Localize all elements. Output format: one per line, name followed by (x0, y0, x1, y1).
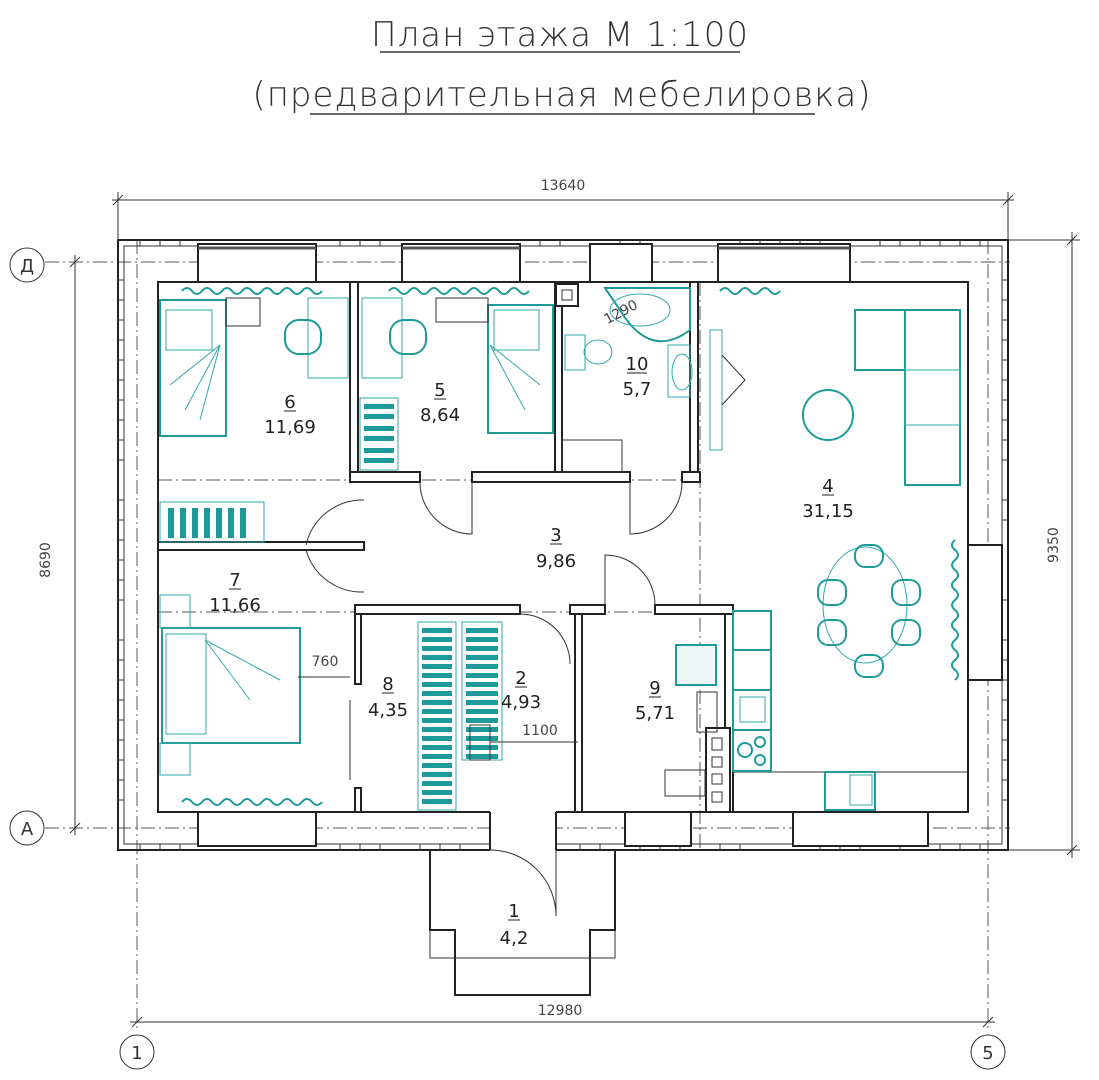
closet-shelf (466, 727, 498, 732)
room-number: 2 (515, 668, 526, 689)
closet-shelf (422, 691, 452, 696)
closet-shelf (422, 700, 452, 705)
dimension-left: 8690 (38, 542, 54, 578)
axis-lines (45, 240, 1010, 1030)
axis-marker-left: 1 (131, 1043, 142, 1064)
dimension-lines (69, 192, 1080, 1028)
room-number: 5 (434, 380, 445, 401)
closet-shelf (422, 709, 452, 714)
closet-shelf (466, 745, 498, 750)
closet-shelf (422, 772, 452, 777)
axis-marker-top: Д (20, 256, 34, 277)
room-number: 3 (550, 525, 561, 546)
room-area: 11,66 (209, 595, 261, 616)
closet-shelf (422, 799, 452, 804)
room-number: 7 (229, 570, 240, 591)
closet-shelf (422, 781, 452, 786)
room-9: 9 5,71 (635, 678, 675, 724)
porch (429, 850, 616, 996)
title-line-2: (предварительная мебелировка) (252, 75, 871, 115)
closet-shelf (466, 682, 498, 687)
closet-shelf (466, 700, 498, 705)
closet-shelf (466, 646, 498, 651)
room-area: 11,69 (264, 417, 316, 438)
exterior-walls (117, 239, 1009, 917)
room-4: 4 31,15 (802, 476, 854, 522)
closet-shelf (422, 745, 452, 750)
closet-shelf (422, 718, 452, 723)
closet-shelf (466, 673, 498, 678)
axis-marker-bottom: А (21, 819, 34, 840)
dimension-right: 9350 (1046, 527, 1062, 563)
room-number: 8 (382, 674, 393, 695)
interior-walls (157, 281, 968, 813)
closet-shelf (466, 628, 498, 633)
room-area: 31,15 (802, 501, 854, 522)
closet-shelf (422, 754, 452, 759)
closet-shelf (466, 691, 498, 696)
dimension-top: 13640 (541, 178, 586, 194)
closet-shelf (466, 754, 498, 759)
dimension-passage: 760 (312, 654, 339, 670)
closet-shelf (422, 646, 452, 651)
room-number: 4 (822, 476, 833, 497)
room-number: 1 (508, 901, 519, 922)
closet-shelf (422, 736, 452, 741)
room-area: 8,64 (420, 405, 460, 426)
dimension-bath: 1290 (602, 297, 641, 328)
closet-shelf (422, 763, 452, 768)
room-number: 6 (284, 392, 295, 413)
room-8: 8 4,35 (368, 674, 408, 721)
dimension-bottom: 12980 (538, 1003, 583, 1019)
room-10: 10 5,7 (623, 354, 652, 400)
closet-shelf (466, 664, 498, 669)
room-area: 9,86 (536, 551, 576, 572)
closet-shelf (422, 637, 452, 642)
axis-markers: Д А 1 5 (9, 247, 1006, 1070)
room-area: 5,71 (635, 703, 675, 724)
closet-shelf (422, 628, 452, 633)
closet-shelf (466, 637, 498, 642)
room-area: 4,93 (501, 692, 541, 713)
closet-shelf (466, 736, 498, 741)
dimension-closet: 1100 (522, 723, 558, 739)
closet-shelf (422, 790, 452, 795)
room-number: 9 (649, 678, 660, 699)
room-area: 4,35 (368, 700, 408, 721)
title-line-1: План этажа М 1:100 (371, 15, 749, 55)
room-area: 5,7 (623, 379, 652, 400)
closet-shelf (422, 682, 452, 687)
plan-title: План этажа М 1:100 (предварительная мебе… (252, 15, 871, 115)
closet-shelf (422, 655, 452, 660)
axis-marker-right: 5 (982, 1043, 993, 1064)
closet-shelf (422, 727, 452, 732)
room-area: 4,2 (500, 928, 529, 949)
room-6: 6 11,69 (264, 392, 316, 438)
closet-shelf (466, 655, 498, 660)
closet-shelf (466, 718, 498, 723)
closet-shelf (422, 673, 452, 678)
room-5: 5 8,64 (420, 380, 460, 426)
furniture (159, 287, 961, 811)
room-number: 10 (626, 354, 649, 375)
room-3: 3 9,86 (536, 525, 576, 572)
room-1: 1 4,2 (500, 901, 529, 949)
windows (197, 243, 1003, 847)
room-2: 2 4,93 (501, 668, 541, 713)
room-7: 7 11,66 (209, 570, 261, 616)
closet-shelf (422, 664, 452, 669)
closet-shelf (466, 709, 498, 714)
room-labels: 6 11,69 5 8,64 10 5,7 4 31,15 3 9,86 7 1… (209, 354, 854, 949)
